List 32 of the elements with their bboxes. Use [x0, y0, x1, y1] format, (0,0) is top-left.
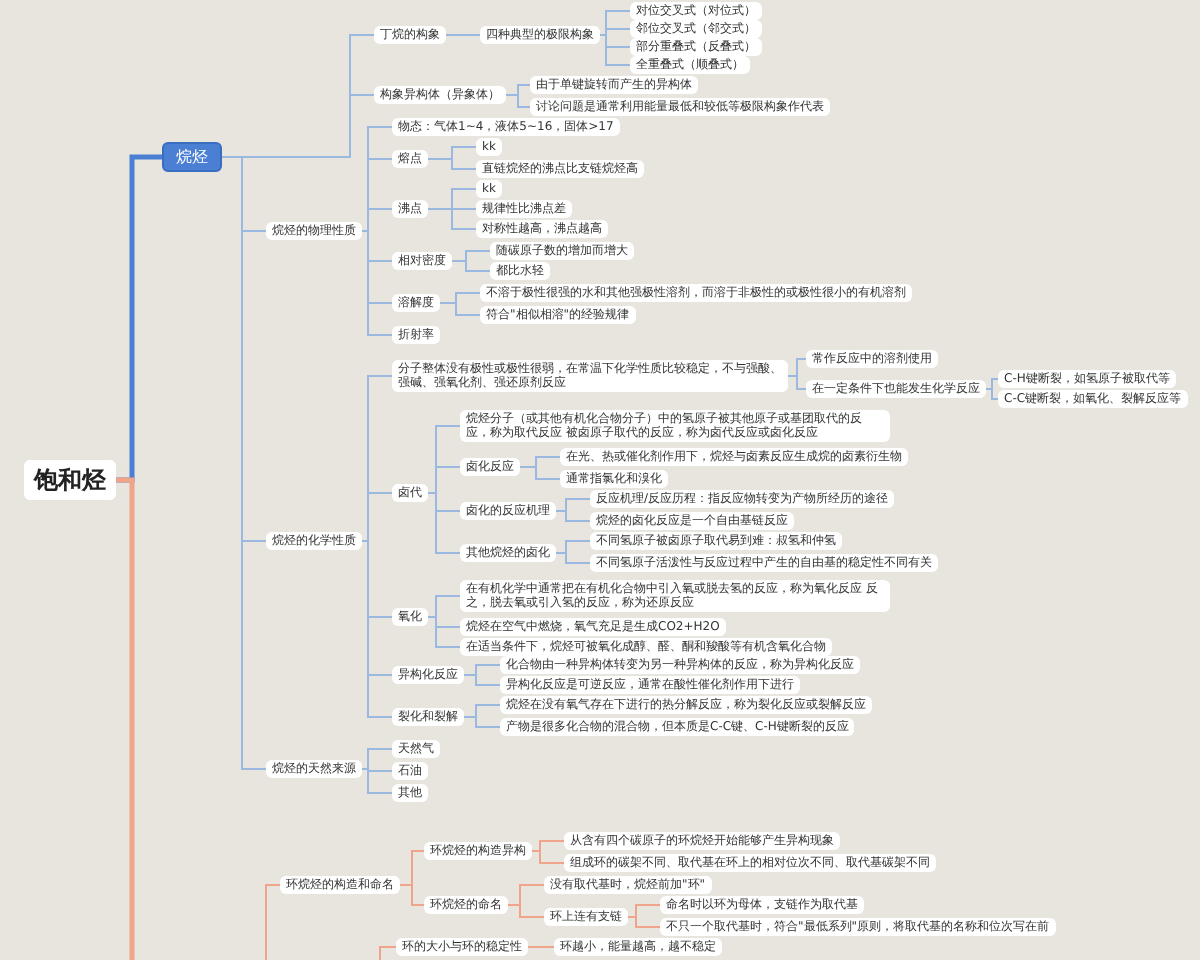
connector-line	[361, 208, 393, 232]
connector-line	[445, 34, 481, 36]
connector-line	[985, 378, 999, 390]
connector-line	[451, 260, 491, 272]
connector-line	[463, 716, 501, 728]
connector-line	[427, 158, 477, 170]
connector-line	[507, 904, 545, 918]
connector-line	[427, 208, 477, 230]
connector-line	[627, 916, 661, 928]
connector-line	[361, 748, 393, 770]
connector-line	[439, 302, 481, 316]
connector-line	[599, 28, 631, 36]
connector-line	[265, 884, 281, 960]
connector-line	[555, 552, 591, 564]
connector-line	[787, 375, 807, 390]
connector-line	[361, 768, 393, 794]
connector-line	[361, 540, 393, 718]
connector-line	[599, 34, 631, 66]
connector-line	[519, 466, 561, 480]
connector-line	[527, 946, 555, 948]
root-topic: 饱和烃	[24, 460, 116, 500]
connector-line	[116, 477, 135, 960]
branch-topic: 烷烃	[162, 141, 222, 171]
connector-line	[985, 388, 999, 400]
connector-line	[361, 492, 393, 542]
connector-line	[379, 946, 397, 960]
connector-line	[361, 230, 393, 336]
connector-line	[505, 94, 531, 108]
connector-line	[555, 510, 591, 522]
connector-line	[221, 156, 267, 770]
connector-line	[463, 674, 501, 686]
connector-line	[399, 884, 425, 906]
